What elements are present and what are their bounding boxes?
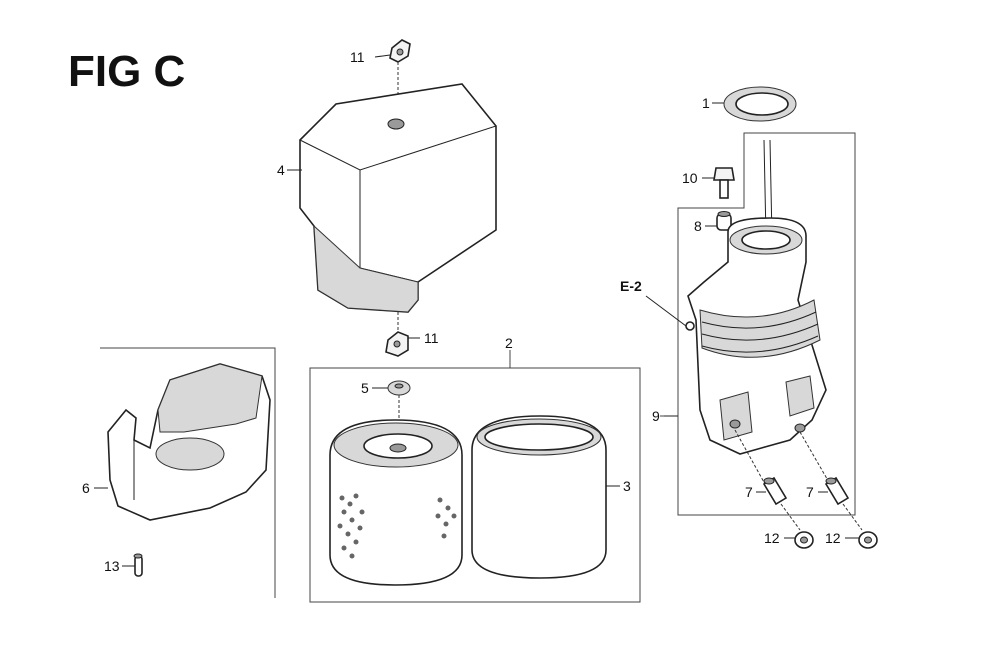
callout-7b: 7 bbox=[806, 484, 814, 500]
callout-1: 1 bbox=[702, 95, 710, 111]
air-filter-element bbox=[329, 419, 463, 586]
wing-nut-lower bbox=[385, 331, 409, 357]
callout-11b: 11 bbox=[424, 330, 439, 346]
callout-9: 9 bbox=[652, 408, 660, 424]
filter-case bbox=[107, 363, 271, 521]
wing-nut-top bbox=[389, 39, 411, 63]
group-box-filter bbox=[309, 367, 641, 603]
callout-8: 8 bbox=[694, 218, 702, 234]
leader-e2 bbox=[645, 295, 687, 327]
group-box-housing bbox=[677, 132, 856, 516]
callout-7a: 7 bbox=[745, 484, 753, 500]
callout-11a: 11 bbox=[350, 49, 365, 65]
gasket-ring bbox=[723, 86, 797, 122]
pin bbox=[133, 553, 143, 577]
dash-7b bbox=[799, 431, 831, 485]
tube-right bbox=[824, 476, 850, 506]
leader-11a bbox=[374, 54, 391, 58]
callout-5: 5 bbox=[361, 380, 369, 396]
callout-13: 13 bbox=[104, 558, 120, 574]
nut-left bbox=[794, 531, 814, 549]
foam-filter bbox=[471, 415, 607, 579]
collar bbox=[716, 211, 732, 231]
tube-left bbox=[762, 476, 788, 506]
callout-12a: 12 bbox=[764, 530, 780, 546]
dash-12a bbox=[780, 503, 801, 531]
air-cleaner-housing bbox=[685, 139, 827, 455]
callout-2: 2 bbox=[505, 335, 513, 351]
grommet bbox=[387, 380, 411, 396]
callout-10: 10 bbox=[682, 170, 698, 186]
dash-12b bbox=[842, 503, 863, 531]
reference-e2: E-2 bbox=[620, 278, 642, 294]
callout-12b: 12 bbox=[825, 530, 841, 546]
group-box-left bbox=[100, 347, 276, 598]
nut-right bbox=[858, 531, 878, 549]
air-cleaner-cover bbox=[299, 83, 497, 313]
figure-title: FIG C bbox=[68, 47, 185, 96]
callout-4: 4 bbox=[277, 162, 285, 178]
bolt bbox=[713, 167, 735, 199]
callout-3: 3 bbox=[623, 478, 631, 494]
callout-6: 6 bbox=[82, 480, 90, 496]
dash-7a bbox=[734, 429, 766, 485]
